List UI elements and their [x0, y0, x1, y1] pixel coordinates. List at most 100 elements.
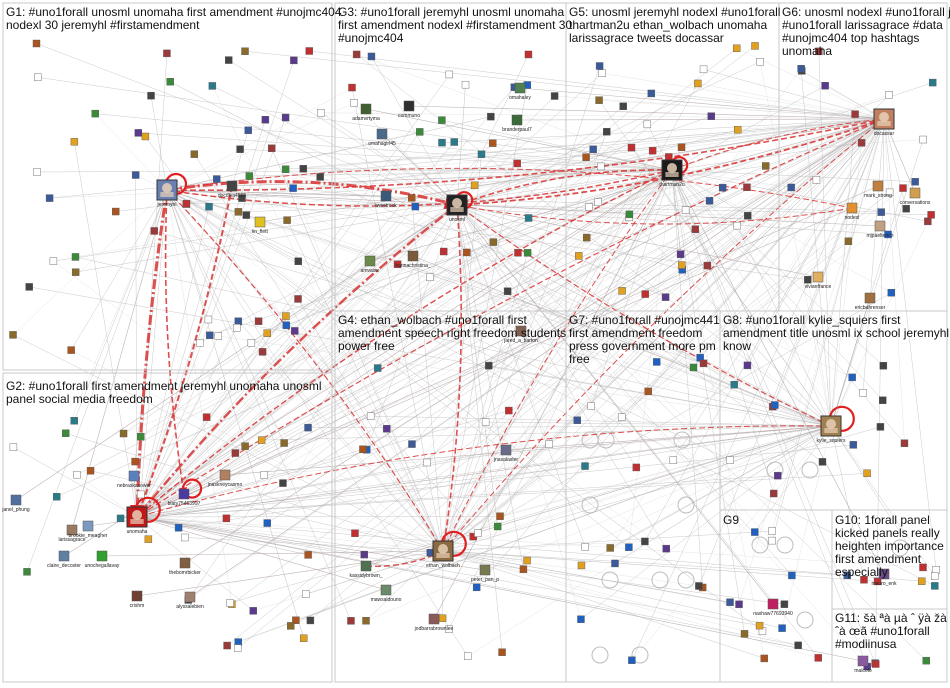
node-label: kylie_squiers [817, 438, 846, 444]
edge [310, 118, 885, 621]
user-avatar-node [611, 559, 619, 568]
edge [456, 204, 927, 661]
edge [136, 163, 518, 518]
edge [267, 204, 458, 524]
edge [707, 118, 885, 266]
node-label: jared_a_barton [503, 338, 538, 344]
edge [294, 330, 444, 552]
edge [443, 169, 673, 252]
user-avatar-node [91, 109, 99, 118]
user-avatar-node [241, 47, 249, 55]
user-avatar-node [208, 82, 217, 90]
user-avatar-node [134, 129, 143, 137]
user-avatar-node [489, 238, 498, 246]
user-avatar-node [919, 563, 927, 572]
node-label: ericbahrenser [855, 305, 886, 311]
edge [456, 204, 586, 547]
edge [801, 70, 885, 120]
edge [136, 321, 239, 518]
edge-weighted [456, 203, 853, 225]
node-label: unosml [449, 217, 465, 223]
edge [136, 45, 756, 518]
node-label: conversations [900, 200, 931, 206]
node-mjpaelterich: mjpaelterich [867, 220, 894, 239]
edge [682, 269, 832, 427]
edge [628, 169, 673, 548]
user-avatar-node [585, 203, 593, 211]
edge [599, 99, 885, 120]
edge [320, 176, 832, 427]
user-avatar-node [280, 439, 288, 447]
edge-weighted [442, 118, 885, 552]
node-conversations: conversations [900, 187, 931, 206]
user-avatar-node [762, 162, 770, 170]
edge [369, 118, 885, 262]
user-avatar-node [843, 571, 851, 580]
user-avatar-node [726, 456, 734, 464]
self-loop [182, 478, 203, 499]
node-thartman2u: thartman2u [659, 159, 685, 188]
user-avatar-node [9, 331, 17, 339]
edge [136, 187, 748, 518]
edge [231, 118, 885, 605]
edge [671, 169, 885, 575]
user-avatar-node [163, 49, 171, 58]
user-avatar-node [922, 656, 930, 665]
user-avatar-node [231, 449, 240, 457]
node-mawsaldouno: mawsaldouno [371, 584, 402, 603]
edge [75, 169, 673, 273]
edge-weighted [365, 550, 445, 567]
node-label: amvaste [361, 268, 380, 274]
user-avatar-node [760, 654, 768, 663]
edge [365, 108, 673, 171]
node-label: vivianfrance [805, 284, 832, 290]
edge [671, 169, 703, 588]
edge [492, 142, 832, 427]
user-avatar-node [137, 432, 145, 441]
user-avatar-node [481, 418, 490, 426]
user-avatar-node [226, 599, 234, 607]
user-avatar-node [617, 413, 626, 421]
edge [442, 241, 849, 552]
edge [238, 321, 444, 552]
user-avatar-node [245, 172, 254, 180]
edge [456, 204, 748, 216]
user-avatar-node [294, 295, 302, 303]
user-avatar-node [628, 656, 636, 664]
user-avatar-node [70, 417, 78, 425]
edge [253, 425, 832, 612]
node-branderpaul7: branderpaul7 [502, 114, 532, 133]
group-label-g1: G1: #uno1forall unosml unomaha first ame… [6, 5, 342, 32]
edge [442, 229, 696, 552]
user-avatar-node [860, 576, 868, 584]
edge [136, 550, 444, 597]
user-avatar-node [304, 551, 312, 559]
user-avatar-node [234, 317, 243, 325]
user-avatar-node [383, 424, 391, 433]
edge [356, 54, 673, 171]
node-crishm: crishm [130, 590, 144, 609]
edge [442, 550, 799, 646]
edge [456, 204, 630, 215]
edge [354, 169, 673, 534]
edge [621, 118, 885, 418]
edge [474, 169, 673, 186]
node-label: docdiva4565 [218, 193, 247, 199]
edge [442, 237, 587, 552]
user-avatar-node [112, 207, 120, 216]
edge [140, 189, 168, 495]
edge [456, 73, 603, 206]
user-avatar-node [9, 443, 18, 451]
edge [693, 118, 885, 368]
edge [136, 516, 785, 605]
user-avatar-node [740, 630, 749, 638]
node-jeremyhl: jeremyhl [156, 179, 178, 208]
user-avatar-node [885, 91, 893, 99]
edge [442, 84, 528, 552]
edge [75, 118, 885, 258]
edge [166, 189, 378, 369]
edge [830, 425, 865, 580]
edge [456, 204, 683, 271]
edge [136, 87, 515, 518]
